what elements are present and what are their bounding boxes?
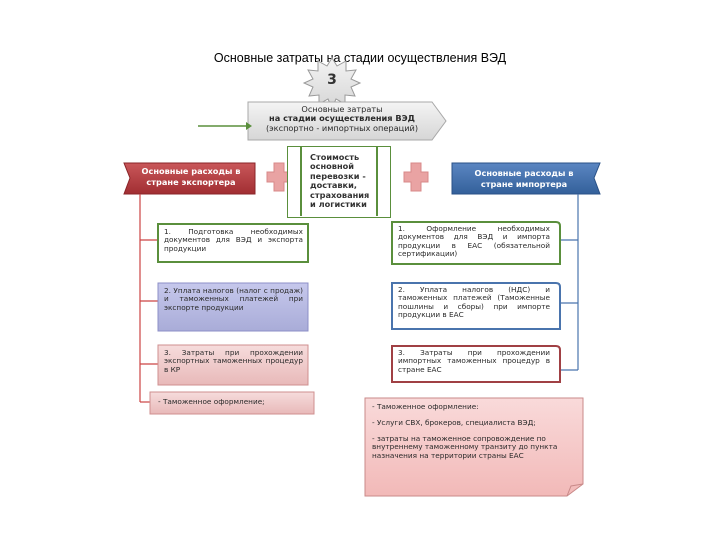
exporter-note: - Таможенное оформление; [158, 397, 265, 406]
importer-note-shape [364, 397, 584, 497]
exporter-note-shape [149, 391, 315, 415]
center-cost-box: Стоимость основной перевозки - доставки,… [287, 146, 391, 218]
page-title: Основные затраты на стадии осуществления… [213, 51, 507, 65]
importer-note-3: - затраты на таможенное сопровождение по… [372, 434, 558, 460]
exporter-item-1: 1. Подготовка необходимых документов для… [164, 227, 303, 253]
step-badge: 3 [327, 72, 337, 88]
main-arrow-label: Основные затраты на стадии осуществления… [252, 104, 432, 133]
importer-header-shape [451, 162, 601, 195]
importer-header-label: Основные расходы в стране импортера [454, 168, 594, 190]
exporter-item-3-shape [157, 344, 309, 386]
importer-header-line-2: стране импортера [480, 179, 568, 190]
exporter-header-shape [123, 162, 256, 195]
main-arrow-line-3: (экспортно - импортных операций) [265, 122, 419, 133]
center-cost-text: Стоимость основной перевозки - доставки,… [310, 152, 370, 210]
importer-item-1-shape [391, 221, 561, 265]
importer-note-1: - Таможенное оформление: [372, 402, 479, 411]
importer-item-1: 1. Оформление необходимых документов для… [398, 224, 550, 259]
exporter-header-line-1: Основные расходы в [141, 166, 241, 176]
main-arrow-line-1: Основные затраты [301, 104, 383, 114]
importer-header-line-1: Основные расходы в [474, 168, 574, 178]
main-arrow-line-2: на стадии осуществления ВЭД [269, 113, 415, 124]
main-arrow-shape [247, 101, 447, 141]
importer-item-3-shape [391, 345, 561, 383]
importer-item-3: 3. Затраты при прохождении импортных там… [398, 348, 550, 374]
plus-right-shape [403, 162, 429, 192]
importer-item-2: 2. Уплата налогов (НДС) и таможенных пла… [398, 285, 550, 320]
exporter-header-line-2: стране экспортера [146, 177, 236, 188]
importer-item-2-shape [391, 282, 561, 330]
green-arrowhead [246, 122, 252, 130]
exporter-item-1-shape [157, 223, 309, 263]
exporter-item-2-shape [157, 282, 309, 332]
exporter-item-2: 2. Уплата налогов (налог с продаж) и там… [164, 286, 303, 312]
importer-note-2: - Услуги СВХ, брокеров, специалиста ВЭД; [372, 418, 536, 427]
exporter-item-3: 3. Затраты при прохождении экспортных та… [164, 348, 303, 374]
exporter-header-label: Основные расходы в стране экспортера [130, 166, 252, 188]
